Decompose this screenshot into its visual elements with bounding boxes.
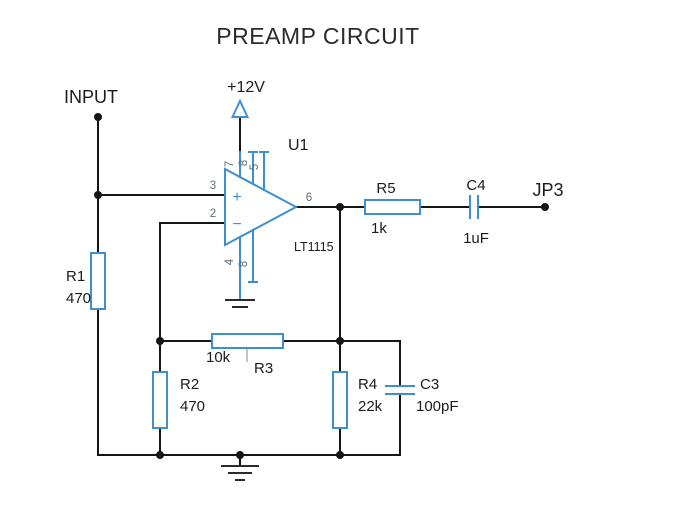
opamp-triangle	[224, 167, 299, 247]
power-arrow-icon	[230, 98, 250, 118]
node-input-branch	[94, 191, 102, 199]
pin-number-2: 2	[210, 208, 216, 220]
ground-symbol-opamp	[225, 299, 255, 308]
r2-value-label: 470	[180, 398, 205, 415]
pin-number-5: 5	[249, 164, 261, 170]
pin-number-4: 4	[224, 258, 236, 265]
c3-value-label: 100pF	[416, 398, 459, 415]
opamp-ref-label: U1	[288, 137, 309, 154]
pin-number-7: 7	[224, 161, 236, 167]
r3-ref-label: R3	[254, 360, 273, 377]
pin-number-3: 3	[210, 180, 216, 192]
c4-ref-label: C4	[466, 177, 485, 194]
r5-ref-label: R5	[376, 180, 395, 197]
r4-value-label: 22k	[358, 398, 383, 415]
opamp-plus-sign: +	[232, 189, 241, 206]
vcc-symbol	[230, 98, 250, 118]
r1-value-label: 470	[66, 290, 91, 307]
r2-ref-label: R2	[180, 376, 199, 393]
node-feedback-left	[156, 337, 164, 345]
resistor-r4-body	[332, 371, 348, 429]
resistor-r3-body	[211, 333, 284, 349]
resistor-r2	[152, 371, 168, 429]
node-output-branch	[336, 203, 344, 211]
r5-value-label: 1k	[371, 220, 387, 237]
opamp-minus-sign: −	[232, 216, 241, 233]
node-input	[94, 113, 102, 121]
resistor-r5	[364, 199, 421, 215]
opamp-u1: + −	[224, 151, 299, 301]
node-jp3	[541, 203, 549, 211]
pin-number-8-top: 8	[238, 160, 250, 166]
page-title: PREAMP CIRCUIT	[216, 23, 419, 49]
resistor-r3	[211, 333, 284, 362]
node-rail-r2	[156, 451, 164, 459]
ground-symbol-bottom	[221, 465, 259, 481]
node-feedback-right	[336, 337, 344, 345]
jp3-net-label: JP3	[532, 180, 563, 200]
r4-ref-label: R4	[358, 376, 377, 393]
node-rail-gnd	[236, 451, 244, 459]
resistor-r1	[90, 252, 106, 310]
resistor-r1-body	[90, 252, 106, 310]
pin-number-8-bottom: 8	[238, 261, 250, 267]
c3-ref-label: C3	[420, 376, 439, 393]
vcc-net-label: +12V	[227, 79, 265, 96]
capacitor-c4	[469, 195, 479, 219]
node-rail-r4	[336, 451, 344, 459]
resistor-r5-body	[364, 199, 421, 215]
resistor-r2-body	[152, 371, 168, 429]
opamp-part-label: LT1115	[294, 240, 334, 254]
c4-value-label: 1uF	[463, 230, 489, 247]
capacitor-c3	[385, 385, 415, 395]
r1-ref-label: R1	[66, 268, 85, 285]
r3-value-label: 10k	[206, 349, 231, 366]
resistor-r4	[332, 371, 348, 429]
input-net-label: INPUT	[64, 87, 118, 107]
pin-number-6: 6	[306, 192, 312, 204]
junction-dots	[94, 113, 549, 459]
